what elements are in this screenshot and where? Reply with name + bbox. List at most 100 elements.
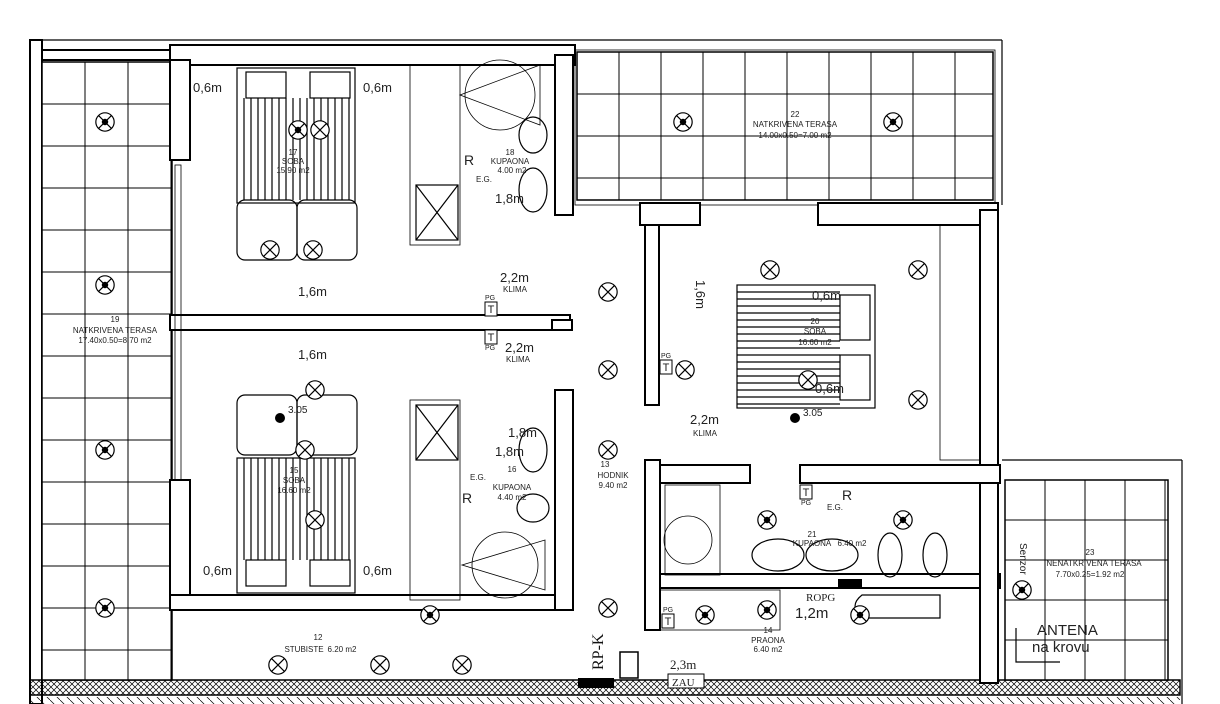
svg-text:1,8m: 1,8m <box>495 444 524 459</box>
svg-text:14: 14 <box>764 626 773 635</box>
ceiling-light-icon <box>310 120 330 140</box>
ceiling-light-icon <box>598 360 618 380</box>
ceiling-light-icon <box>305 510 325 530</box>
svg-text:1,8m: 1,8m <box>508 425 537 440</box>
svg-text:4.40 m2: 4.40 m2 <box>498 493 527 502</box>
svg-text:SOBA: SOBA <box>283 476 306 485</box>
grid-border <box>1004 479 1169 681</box>
terrace-23-grid <box>1004 479 1169 681</box>
ceiling-light-icon <box>260 240 280 260</box>
svg-text:STUBISTE: STUBISTE <box>284 645 323 654</box>
outdoor-light-icon <box>673 112 693 132</box>
svg-text:15.90 m2: 15.90 m2 <box>276 166 310 175</box>
svg-text:22: 22 <box>791 110 800 119</box>
terrace-19-grid <box>41 61 173 681</box>
svg-text:0,6m: 0,6m <box>363 563 392 578</box>
svg-text:2,2m: 2,2m <box>690 412 719 427</box>
fixtures <box>415 59 948 631</box>
outdoor-light-icon <box>695 605 715 625</box>
ceiling-light-icon <box>908 390 928 410</box>
outdoor-light-icon <box>95 598 115 618</box>
ceiling-light-icon <box>675 360 695 380</box>
svg-text:PG: PG <box>485 295 495 302</box>
svg-text:6.40 m2: 6.40 m2 <box>838 539 867 548</box>
svg-text:1,2m: 1,2m <box>795 605 828 622</box>
svg-text:1,6m: 1,6m <box>298 284 327 299</box>
svg-text:KUPAONA: KUPAONA <box>793 539 832 548</box>
svg-text:17.40x0.50=8.70 m2: 17.40x0.50=8.70 m2 <box>78 336 152 345</box>
svg-text:RP-K: RP-K <box>590 633 607 670</box>
svg-text:T: T <box>803 487 810 499</box>
ceiling-light-icon <box>452 655 472 675</box>
outdoor-light-icon <box>1012 580 1032 600</box>
svg-text:0,6m: 0,6m <box>815 381 844 396</box>
svg-text:17: 17 <box>289 148 298 157</box>
outdoor-light-icon <box>95 112 115 132</box>
svg-text:SOBA: SOBA <box>282 157 305 166</box>
svg-text:4.00 m2: 4.00 m2 <box>498 166 527 175</box>
svg-text:ZAU: ZAU <box>672 677 695 689</box>
svg-text:E.G.: E.G. <box>476 175 492 184</box>
ceiling-light-icon <box>295 440 315 460</box>
svg-text:PRAONA: PRAONA <box>751 636 785 645</box>
ceiling-light-icon <box>303 240 323 260</box>
svg-text:T: T <box>488 332 495 344</box>
outer-frame <box>29 39 1183 704</box>
ceiling-light-icon <box>908 260 928 280</box>
svg-text:12: 12 <box>314 633 323 642</box>
svg-text:na krovu: na krovu <box>1032 639 1090 656</box>
svg-text:15: 15 <box>290 466 299 475</box>
grid-border <box>576 51 994 201</box>
outdoor-light-icon <box>288 120 308 140</box>
outdoor-light-icon <box>757 600 777 620</box>
bed-room-20 <box>736 284 876 409</box>
bed-room-17 <box>236 67 358 261</box>
svg-text:ROPG: ROPG <box>806 592 835 604</box>
svg-text:2,2m: 2,2m <box>505 340 534 355</box>
walls <box>41 44 1001 684</box>
svg-text:PG: PG <box>663 607 673 614</box>
ceiling-light-icon <box>760 260 780 280</box>
svg-text:R: R <box>842 487 852 503</box>
svg-text:20: 20 <box>811 317 820 326</box>
grid-border <box>41 61 173 681</box>
outdoor-light-icon <box>893 510 913 530</box>
svg-text:R: R <box>462 490 472 506</box>
svg-text:19: 19 <box>111 315 120 324</box>
svg-text:3.05: 3.05 <box>288 405 308 416</box>
svg-text:21: 21 <box>808 530 817 539</box>
outdoor-light-icon <box>95 275 115 295</box>
svg-text:KUPAONA: KUPAONA <box>493 483 532 492</box>
svg-text:16.60 m2: 16.60 m2 <box>277 486 311 495</box>
svg-text:NATKRIVENA TERASA: NATKRIVENA TERASA <box>753 120 838 129</box>
svg-text:16: 16 <box>508 465 517 474</box>
svg-text:T: T <box>663 362 670 374</box>
svg-text:0,6m: 0,6m <box>203 563 232 578</box>
svg-text:16.60 m2: 16.60 m2 <box>798 338 832 347</box>
svg-text:HODNIK: HODNIK <box>597 471 629 480</box>
svg-text:ANTENA: ANTENA <box>1037 622 1098 639</box>
svg-text:23: 23 <box>1086 548 1095 557</box>
outdoor-light-icon <box>850 605 870 625</box>
svg-text:T: T <box>665 616 672 628</box>
svg-text:1,6m: 1,6m <box>693 280 708 309</box>
annotations: 0,6m 0,6m 0,6m 0,6m 0,6m 0,6m 1,6m 1,6m … <box>193 80 1098 689</box>
ceiling-light-icon <box>598 440 618 460</box>
outdoor-light-icon <box>883 112 903 132</box>
ceiling-light-icon <box>268 655 288 675</box>
svg-text:6.20 m2: 6.20 m2 <box>328 645 357 654</box>
svg-text:6.40 m2: 6.40 m2 <box>754 645 783 654</box>
svg-text:2,3m: 2,3m <box>670 657 696 672</box>
svg-text:SOBA: SOBA <box>804 327 827 336</box>
svg-text:Senzor: Senzor <box>1017 543 1028 575</box>
ceiling-light-icon <box>598 282 618 302</box>
